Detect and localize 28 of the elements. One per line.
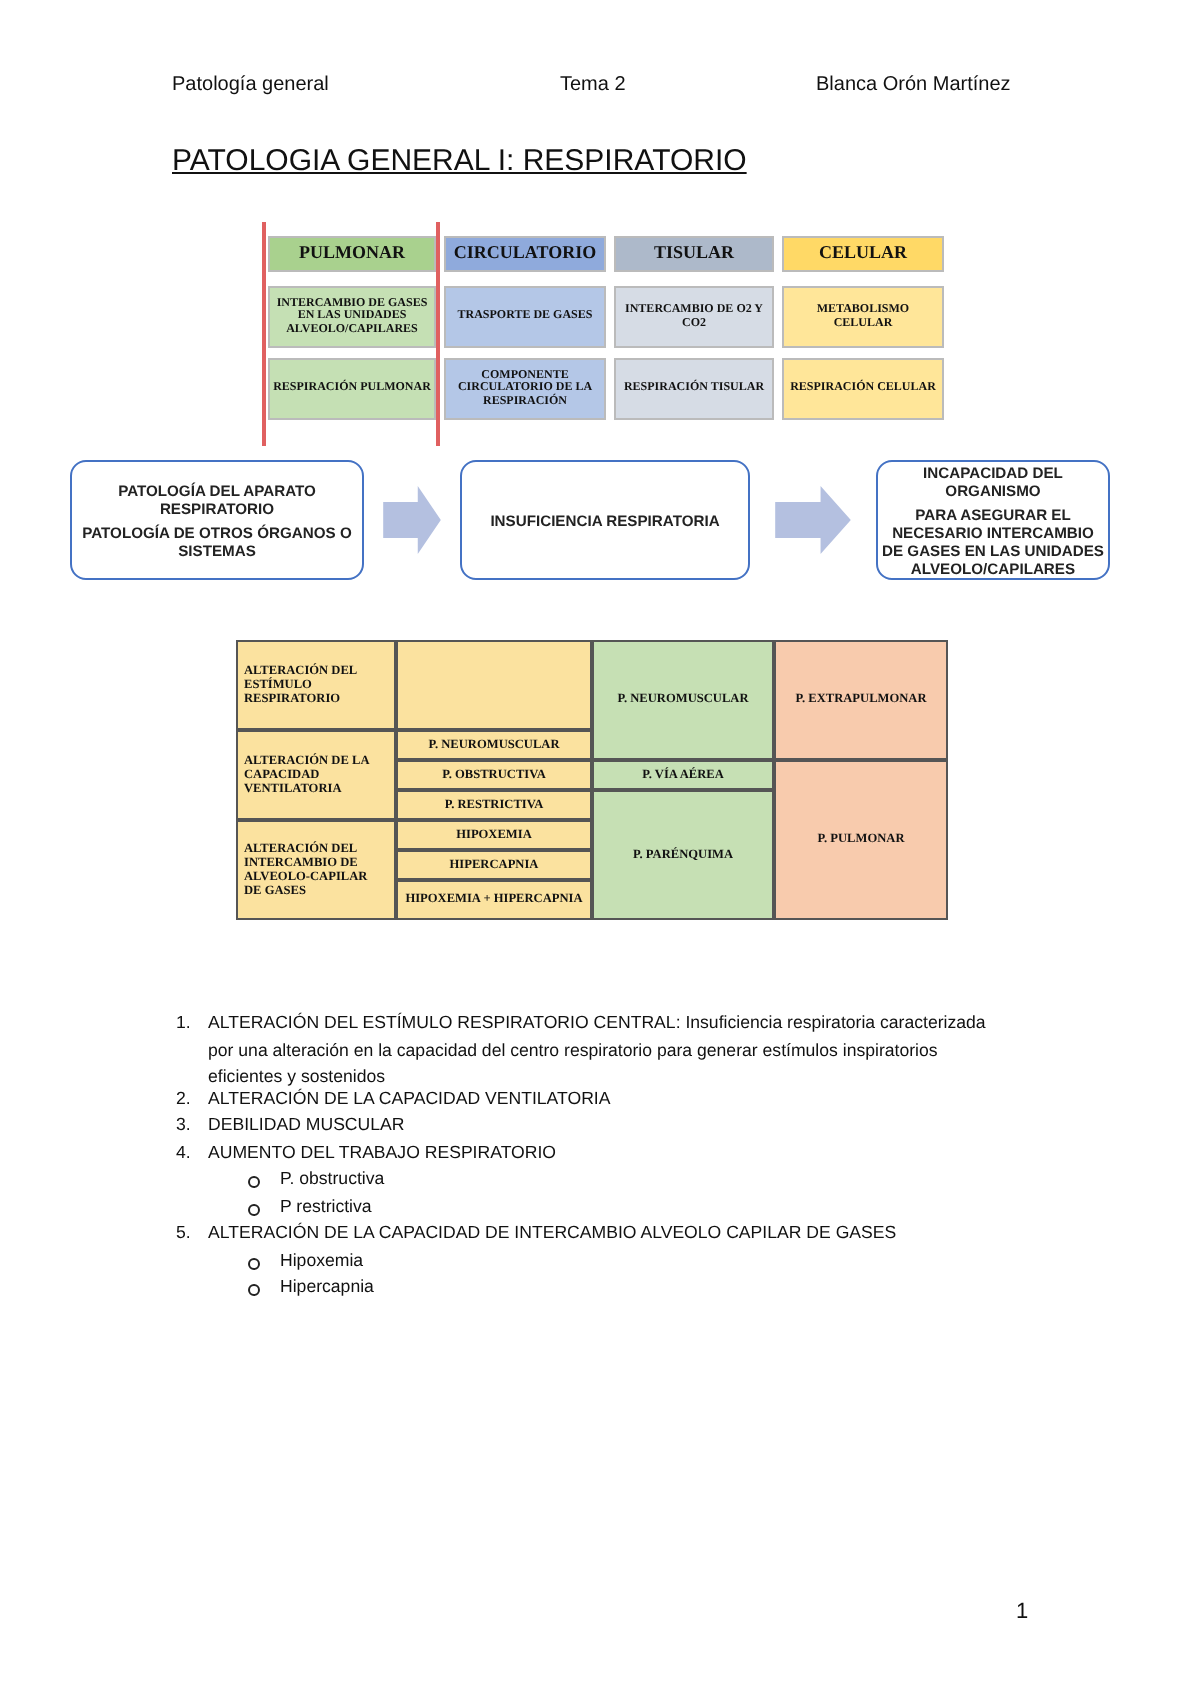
list-number: 5. — [176, 1220, 191, 1246]
page-number: 1 — [1016, 1600, 1029, 1624]
list-number: 4. — [176, 1140, 191, 1166]
arrow — [775, 486, 851, 554]
list-text: ALTERACIÓN DEL ESTÍMULO RESPIRATORIO CENTRAL: Insuficiencia respiratoria caracterizada por una alteración en la capacidad del centro respiratorio para generar estímulos inspiratorios eficientes y sostenidos — [208, 1010, 988, 1088]
list-text: Hipercapnia — [280, 1274, 374, 1300]
header-text: Patología general — [172, 74, 329, 96]
table-cell: TISULAR — [614, 236, 774, 272]
process-box — [460, 460, 750, 580]
header-text: Tema 2 — [560, 74, 626, 96]
list-number: 2. — [176, 1086, 191, 1112]
arrow — [383, 486, 441, 554]
list-text: ALTERACIÓN DE LA CAPACIDAD VENTILATORIA — [208, 1086, 613, 1112]
list-text: AUMENTO DEL TRABAJO RESPIRATORIO — [208, 1140, 559, 1166]
table-cell: CELULAR — [782, 236, 944, 272]
table-cell: CIRCULATORIO — [444, 236, 606, 272]
process-box — [876, 460, 1110, 580]
list-text: P. obstructiva — [280, 1166, 385, 1192]
list-text: P restrictiva — [280, 1194, 372, 1220]
page-title: PATOLOGIA GENERAL I: RESPIRATORIO — [172, 144, 747, 178]
table-cell: PULMONAR — [268, 236, 436, 272]
process-box — [70, 460, 364, 580]
list-text: DEBILIDAD MUSCULAR — [208, 1112, 407, 1138]
list-number: 1. — [176, 1010, 191, 1036]
header-text: Blanca Orón Martínez — [816, 74, 1011, 96]
list-text: Hipoxemia — [280, 1248, 364, 1274]
list-number: 3. — [176, 1112, 191, 1138]
list-text: ALTERACIÓN DE LA CAPACIDAD DE INTERCAMBIO ALVEOLO CAPILAR DE GASES — [208, 1220, 899, 1246]
